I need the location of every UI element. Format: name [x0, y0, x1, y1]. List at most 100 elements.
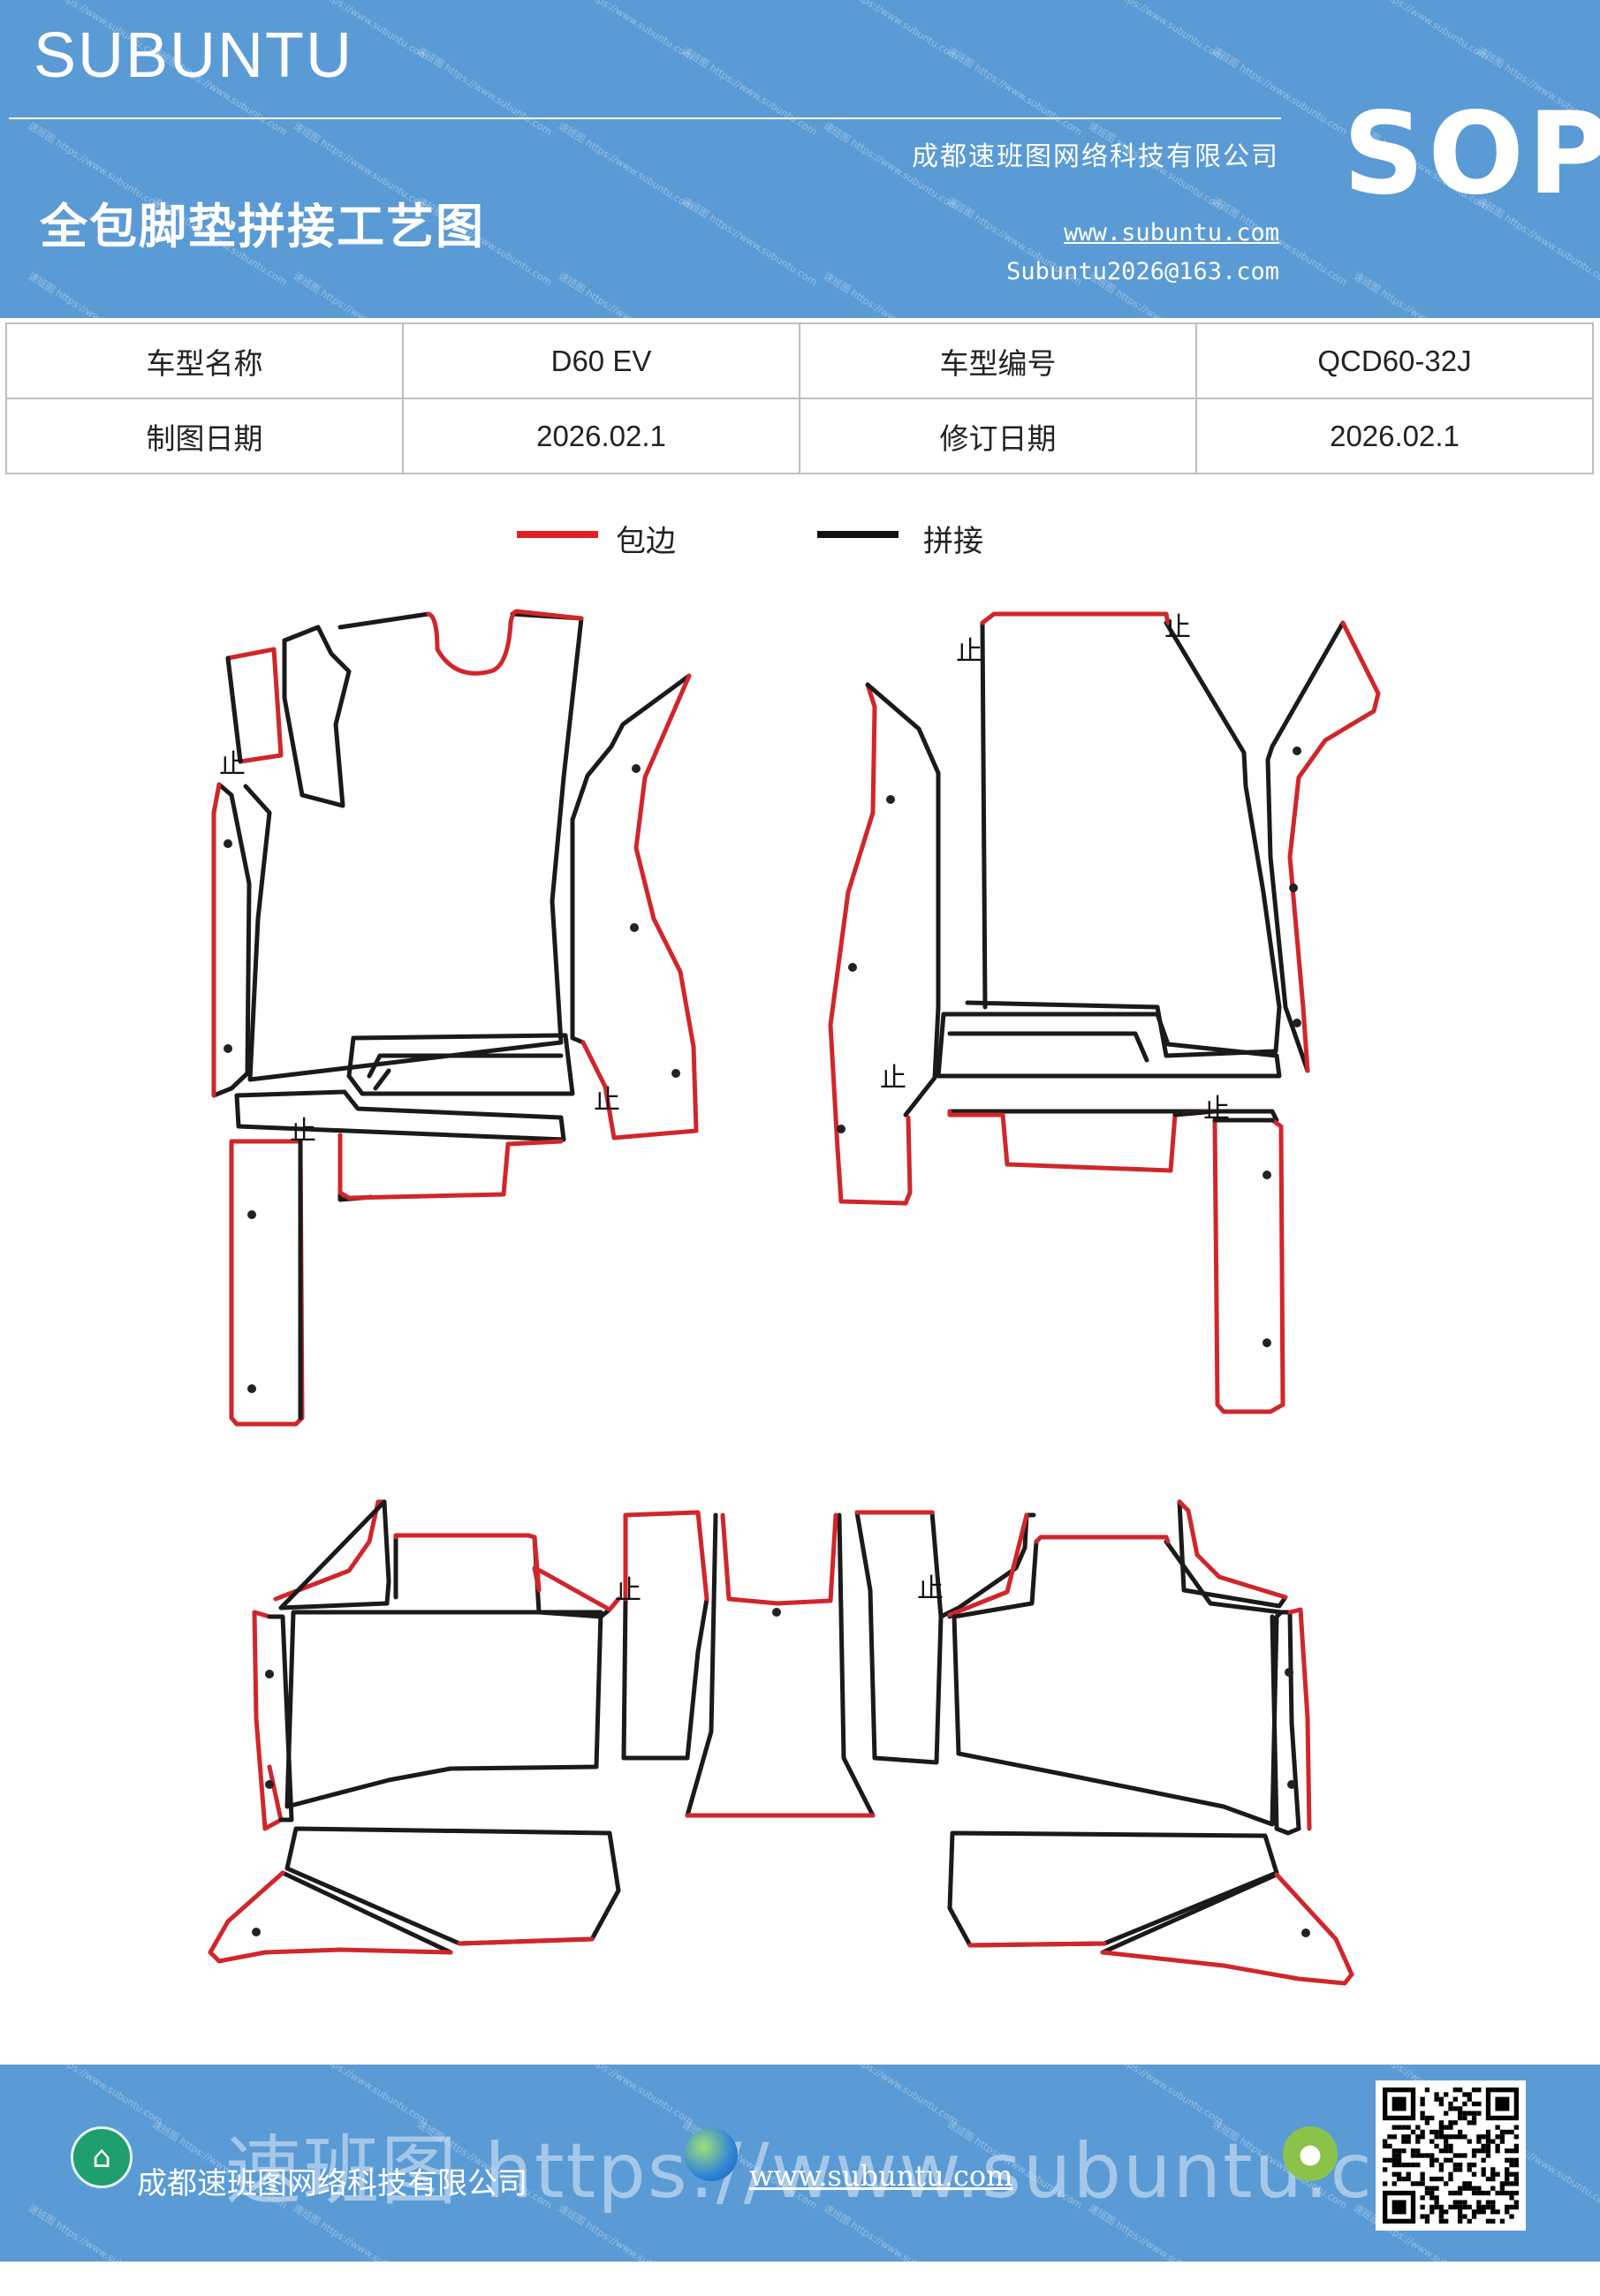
seam-line	[278, 1499, 391, 1610]
stop-mark: 止	[880, 1063, 906, 1094]
edge-binding-line	[211, 782, 222, 1098]
fastener-hole	[265, 1780, 274, 1789]
qr-code-pattern	[1383, 2088, 1519, 2224]
legend-seam-label: 拼接	[923, 524, 983, 559]
website-link[interactable]: www.subuntu.com	[1064, 219, 1279, 246]
fastener-hole	[247, 1210, 256, 1219]
edge-binding-line	[1034, 1534, 1171, 1544]
seam-line	[1177, 1499, 1288, 1609]
edge-binding-line	[1287, 620, 1381, 1073]
drawing-date-value: 2026.02.1	[402, 398, 800, 474]
edge-binding-line	[426, 609, 584, 676]
fastener-hole	[772, 1608, 781, 1617]
seam-line	[936, 1012, 1282, 1079]
fastener-hole	[1263, 1338, 1271, 1347]
fastener-hole	[1293, 1019, 1301, 1027]
edge-binding-line	[457, 1936, 595, 1946]
vehicle-info-table: 车型名称 D60 EV 车型编号 QCD60-32J 制图日期 2026.02.…	[5, 322, 1594, 474]
legend-edge-swatch	[517, 531, 598, 538]
company-name: 成都速班图网络科技有限公司	[912, 141, 1279, 172]
sop-badge: SOP	[1343, 88, 1600, 220]
footer-watermark-text: 速班图 https://www.subuntu.com	[225, 2127, 1498, 2216]
footer-website-link[interactable]: www.subuntu.com	[749, 2159, 1013, 2193]
fastener-hole	[1293, 746, 1301, 755]
globe-icon	[685, 2128, 738, 2181]
seam-line	[282, 625, 352, 808]
edge-binding-line	[720, 1512, 838, 1606]
stop-mark: 止	[290, 1116, 316, 1147]
revision-date-value: 2026.02.1	[1195, 398, 1594, 474]
android-icon: ●	[1283, 2126, 1338, 2181]
fastener-hole	[632, 764, 641, 773]
brand-name: SUBUNTU	[34, 20, 354, 91]
model-code-value: QCD60-32J	[1195, 322, 1594, 399]
seam-line	[211, 782, 252, 1098]
fastener-hole	[224, 839, 232, 848]
fastener-hole	[265, 1670, 274, 1678]
document-title: 全包脚垫拼接工艺图	[40, 198, 485, 254]
seam-line	[1265, 620, 1346, 1073]
fastener-hole	[886, 795, 895, 804]
edge-binding-line	[947, 1109, 1213, 1173]
fastener-hole	[671, 1069, 680, 1078]
fastener-hole	[1289, 883, 1298, 892]
revision-date-label: 修订日期	[799, 398, 1197, 474]
fastener-hole	[1301, 1928, 1310, 1937]
seam-line	[234, 1089, 566, 1142]
seam-line	[367, 1053, 564, 1091]
seam-line	[865, 682, 941, 1118]
stop-mark: 止	[1164, 612, 1191, 643]
edge-binding-line	[273, 1499, 387, 1602]
seam-line	[952, 1539, 1284, 1827]
edge-binding-line	[580, 673, 699, 1140]
edge-binding-line	[337, 1133, 564, 1201]
edge-binding-line	[1100, 1872, 1354, 1986]
edge-binding-line	[1287, 1607, 1312, 1831]
home-icon: ⌂	[71, 2126, 133, 2188]
model-code-label: 车型编号	[799, 322, 1197, 399]
seam-line	[267, 1614, 294, 1822]
stop-mark: 止	[594, 1085, 620, 1116]
fastener-hole	[1285, 1668, 1293, 1677]
seam-line	[1172, 1109, 1217, 1118]
edge-binding-line	[225, 647, 284, 764]
legend-edge-label: 包边	[616, 524, 676, 559]
fastener-hole	[252, 1928, 261, 1936]
seam-line	[393, 1534, 612, 1619]
stop-mark: 止	[219, 749, 246, 780]
model-name-value: D60 EV	[402, 322, 800, 399]
table-row: 车型名称 D60 EV 车型编号 QCD60-32J	[5, 322, 1594, 399]
contact-email[interactable]: Subuntu2026@163.com	[1006, 258, 1279, 285]
edge-binding-line	[828, 682, 913, 1206]
fastener-hole	[837, 1125, 845, 1133]
stop-mark: 止	[615, 1575, 641, 1606]
floor-mat-diagram: 止止止止止止止止止	[208, 609, 1381, 1986]
footer-banner: 速班图 https://www.subuntu.com 速班图 https://w…	[0, 2035, 1600, 2295]
seam-line	[947, 1031, 1149, 1063]
edge-binding-line	[980, 611, 1171, 625]
legend-seam-swatch	[817, 531, 899, 538]
seam-line	[337, 1133, 374, 1202]
seam-line	[284, 1826, 621, 1946]
watermark-text: 速班图 https://www.subuntu.com	[26, 2201, 166, 2295]
seam-line	[685, 1512, 876, 1818]
fastener-hole	[848, 963, 857, 972]
legend: 包边 拼接	[517, 517, 1047, 559]
header-divider	[9, 117, 1281, 119]
seam-line	[284, 1610, 603, 1809]
drawing-date-label: 制图日期	[5, 398, 404, 474]
stop-mark: 止	[956, 636, 982, 667]
seam-line	[570, 673, 692, 1045]
seam-line	[947, 1109, 1279, 1123]
footer-company-name: 成都速班图网络科技有限公司	[137, 2166, 527, 2201]
fastener-hole	[224, 1044, 232, 1053]
edge-binding-line	[393, 1533, 621, 1612]
stop-mark: 止	[917, 1573, 944, 1604]
fastener-hole	[1287, 1780, 1296, 1789]
seam-line	[965, 620, 1282, 1058]
model-name-label: 车型名称	[5, 322, 404, 399]
qr-code[interactable]	[1376, 2080, 1526, 2231]
edge-binding-line	[208, 1870, 453, 1964]
table-row: 制图日期 2026.02.1 修订日期 2026.02.1	[5, 398, 1594, 474]
